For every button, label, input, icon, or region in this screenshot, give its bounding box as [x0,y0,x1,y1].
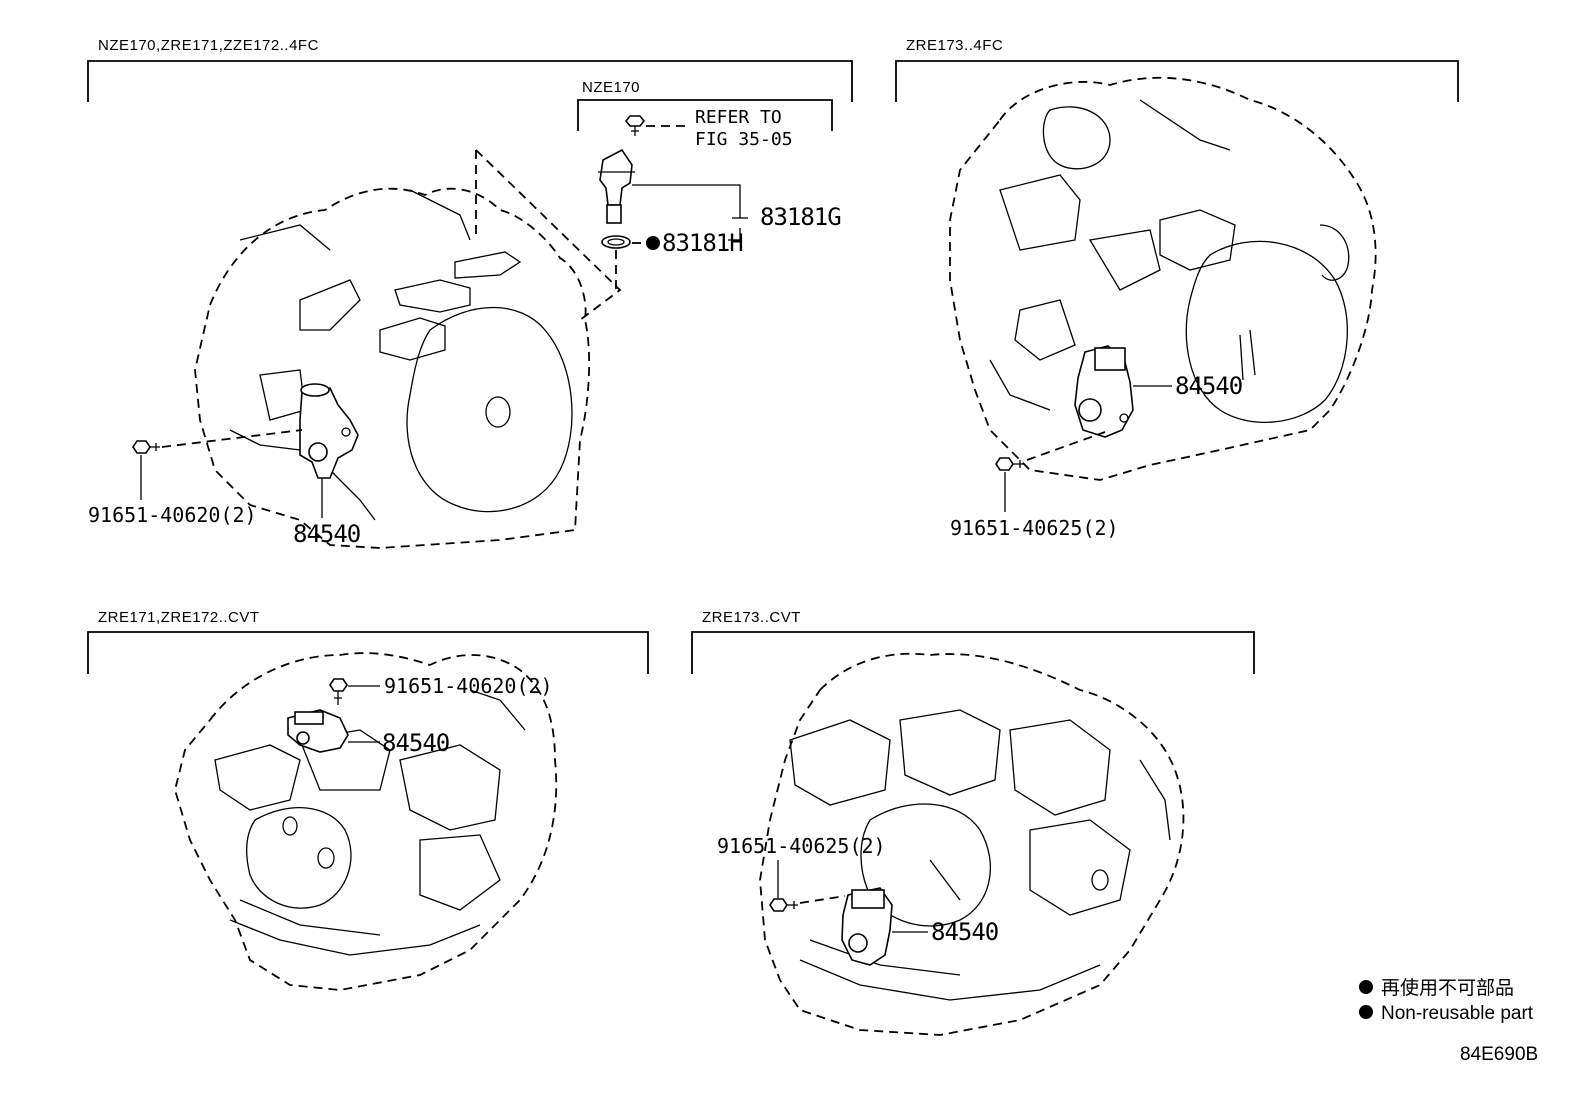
bolt-3 [329,678,348,705]
group-4-bolt-label: 91651-40625(2) [717,834,886,858]
neutral-start-switch-1 [299,383,359,479]
neutral-start-switch-2 [1074,345,1134,438]
group-4-bracket [691,631,1255,674]
legend-dot-icon-jp [1359,980,1373,994]
group-3-switch-label: 84540 [382,729,449,757]
group-1-4fc: NZE170,ZRE171,ZZE172..4FC [87,37,853,549]
group-1-header: NZE170,ZRE171,ZZE172..4FC [98,37,319,54]
group-4-switch-label: 84540 [931,918,998,946]
group-4-cvt: ZRE173..CVT 91651-40625(2) [691,609,1255,1036]
legend-en: Non-reusable part [1381,1003,1534,1024]
legend: 再使用不可部品 Non-reusable part [1359,977,1534,1024]
bolt-2 [995,457,1025,471]
group-2-4fc: ZRE173..4FC 91651-40625(2) [895,37,1459,540]
group-3-cvt: ZRE171,ZRE172..CVT 91651-40620(2) [87,609,649,991]
group-2-switch-label: 84540 [1175,372,1242,400]
neutral-start-switch-4 [841,887,893,966]
group-2-header: ZRE173..4FC [906,37,1003,54]
neutral-start-switch-3 [287,709,349,753]
group-1-switch-label: 84540 [293,520,360,548]
bolt-1 [132,440,160,454]
non-reusable-dot-icon [646,236,660,250]
bolt-4 [769,898,798,912]
figure-code: 84E690B [1460,1044,1538,1065]
group-2-bracket [895,60,1459,102]
seal-label: 83181H [662,229,743,257]
speed-sensor [598,148,635,224]
group-1-sub-header: NZE170 [582,79,640,96]
legend-jp: 再使用不可部品 [1381,977,1514,999]
group-3-bracket [87,631,649,674]
group-3-header: ZRE171,ZRE172..CVT [98,609,260,626]
group-1-bolt-label: 91651-40620(2) [88,503,257,527]
group-1-sub-bracket [577,99,833,131]
refer-to-line-1: REFER TO [695,107,782,128]
sensor-label: 83181G [760,203,841,231]
group-2-bolt-label: 91651-40625(2) [950,516,1119,540]
legend-dot-icon-en [1359,1005,1373,1019]
sensor-bolt [624,115,646,136]
group-4-header: ZRE173..CVT [702,609,801,626]
transmission-housing-4 [759,652,1185,1036]
refer-to-line-2: FIG 35-05 [695,129,793,150]
group-3-bolt-label: 91651-40620(2) [384,674,553,698]
group-1-bracket [87,60,853,102]
o-ring-seal [601,235,631,249]
group-1-sub-nze170: NZE170 REFER TO FIG 35-05 83181G 83181H [577,79,842,290]
transmission-housing-2 [949,76,1377,481]
transmission-housing-3 [174,652,558,991]
transmission-housing-1 [194,149,622,549]
